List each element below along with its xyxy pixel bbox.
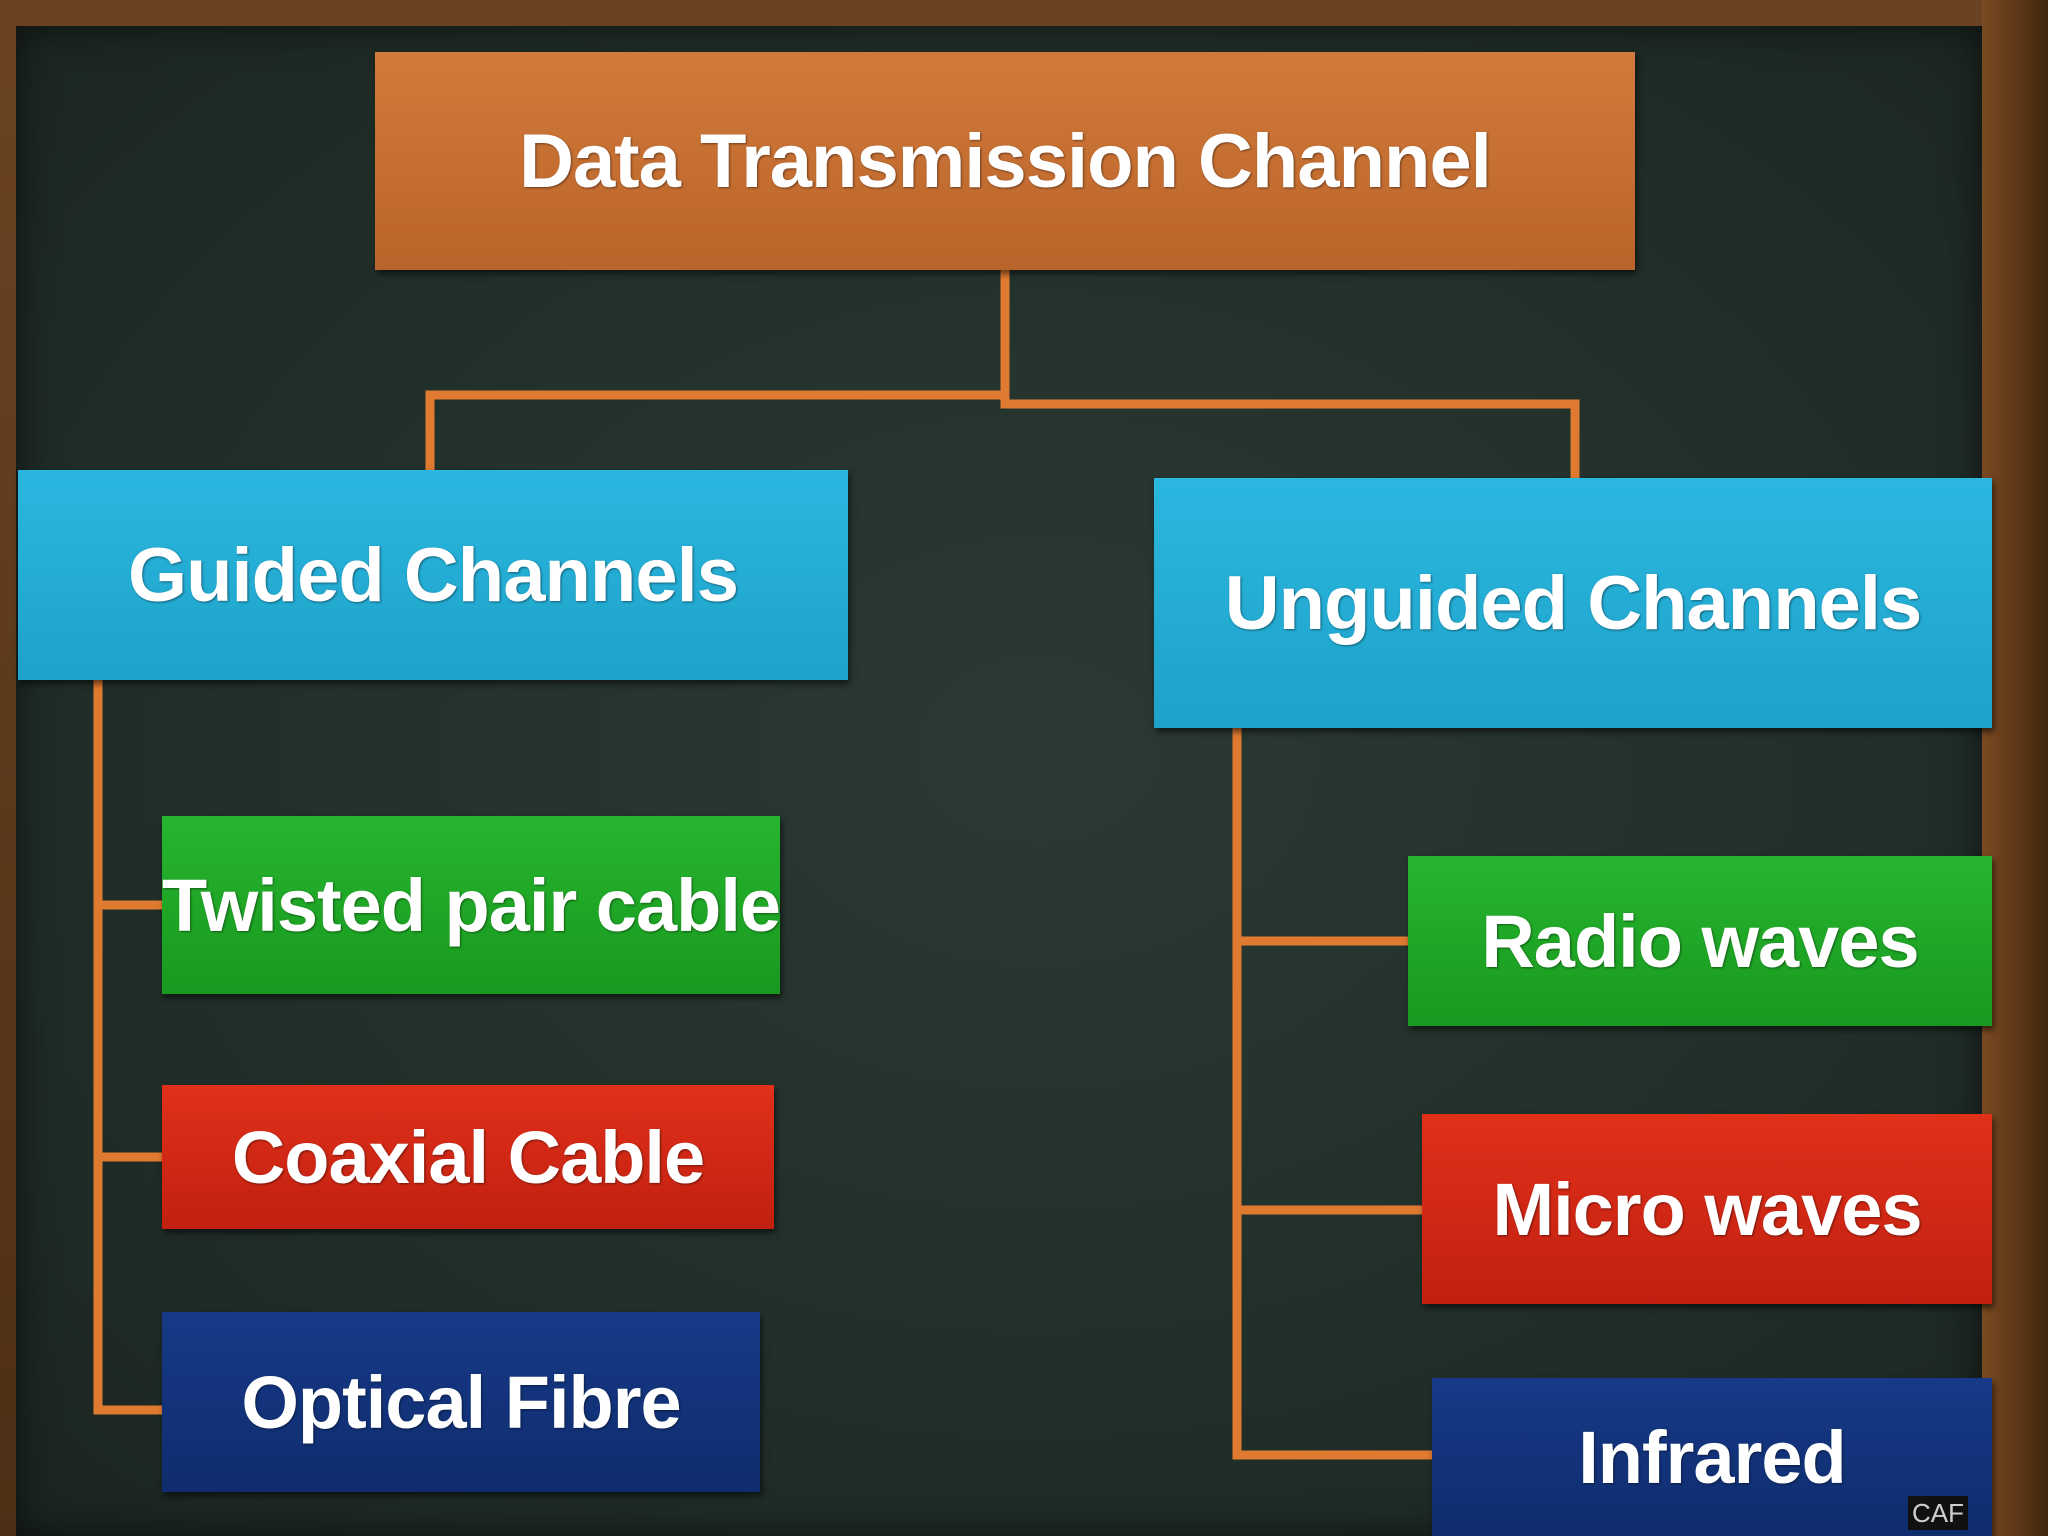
node-root: Data Transmission Channel xyxy=(375,52,1635,270)
node-guided-channels: Guided Channels xyxy=(18,470,848,680)
watermark-text: CAF xyxy=(1912,1497,1964,1528)
node-radio-waves: Radio waves xyxy=(1408,856,1992,1026)
node-twisted-pair-cable: Twisted pair cable xyxy=(161,816,781,994)
node-micro-waves: Micro waves xyxy=(1422,1114,1992,1304)
node-micro-waves-label: Micro waves xyxy=(1492,1167,1922,1251)
node-radio-waves-label: Radio waves xyxy=(1481,899,1919,983)
node-coaxial-cable: Coaxial Cable xyxy=(162,1085,774,1229)
node-infrared: Infrared xyxy=(1432,1378,1992,1536)
node-unguided-channels: Unguided Channels xyxy=(1154,478,1992,728)
connector-root-bar xyxy=(425,390,1580,409)
node-optical-fibre-label: Optical Fibre xyxy=(241,1360,681,1444)
node-guided-channels-label: Guided Channels xyxy=(128,532,739,618)
node-twisted-pair-cable-label: Twisted pair cable xyxy=(161,863,781,947)
node-optical-fibre: Optical Fibre xyxy=(162,1312,760,1492)
node-root-label: Data Transmission Channel xyxy=(519,118,1492,204)
node-infrared-label: Infrared xyxy=(1578,1415,1847,1499)
watermark-logo: CAF xyxy=(1908,1496,1968,1530)
node-coaxial-cable-label: Coaxial Cable xyxy=(231,1115,705,1199)
chalkboard-frame-right xyxy=(1982,0,2048,1536)
node-unguided-channels-label: Unguided Channels xyxy=(1224,560,1923,646)
